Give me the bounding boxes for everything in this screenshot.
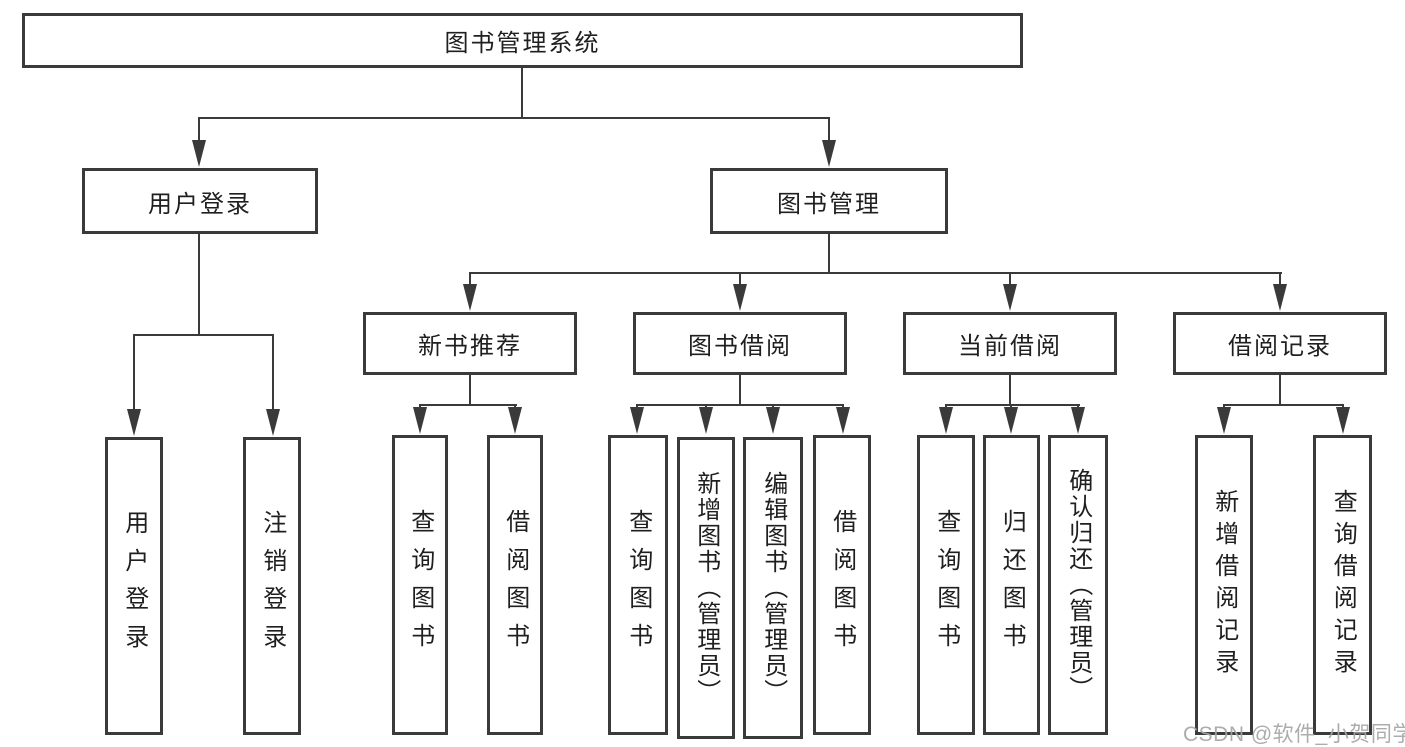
connector-line (198, 231, 200, 336)
arrow-down-icon (939, 407, 953, 434)
connector-line (198, 117, 830, 119)
arrow-down-icon (630, 407, 644, 434)
connector-line (1279, 272, 1281, 287)
arrow-down-icon (127, 409, 141, 436)
leaf-logout: 注销登录 (243, 437, 301, 735)
node-label: 图书管理 (777, 190, 881, 218)
arrow-down-icon (413, 407, 427, 434)
arrow-down-icon (1273, 284, 1287, 311)
connector-line (133, 334, 274, 336)
node-user-login: 用户登录 (82, 168, 318, 234)
node-book-management: 图书管理 (710, 168, 948, 234)
arrow-down-icon (266, 409, 280, 436)
connector-line (1223, 404, 1344, 406)
connector-line (419, 404, 517, 406)
node-label: 图书借阅 (688, 333, 792, 360)
node-label: 用户登录 (148, 190, 252, 218)
arrow-down-icon (733, 284, 747, 311)
leaf-label: 查询图书 (406, 509, 434, 661)
node-label: 新书推荐 (418, 333, 522, 360)
node-borrow-records: 借阅记录 (1173, 312, 1387, 375)
arrow-down-icon (836, 407, 850, 434)
node-label: 图书管理系统 (444, 30, 601, 57)
connector-line (272, 334, 274, 412)
leaf-label: 借阅图书 (828, 509, 856, 661)
leaf-borrow-books-recommend: 借阅图书 (487, 435, 543, 735)
arrow-down-icon (1004, 407, 1018, 434)
leaf-label: 借阅图书 (501, 509, 529, 661)
connector-line (198, 117, 200, 143)
leaf-query-books-current: 查询图书 (917, 435, 975, 735)
leaf-edit-books-admin: 编辑图书（管理员） (743, 437, 803, 739)
leaf-query-books-borrow: 查询图书 (608, 435, 668, 735)
connector-line (521, 66, 523, 119)
arrow-down-icon (1336, 407, 1350, 434)
connector-line (739, 272, 741, 287)
leaf-add-borrow-record: 新增借阅记录 (1195, 435, 1253, 735)
leaf-label: 新增图书（管理员） (692, 471, 720, 705)
arrow-down-icon (463, 284, 477, 311)
arrow-down-icon (1003, 284, 1017, 311)
arrow-down-icon (766, 407, 780, 434)
watermark: CSDN @软件_小贺同学 (1183, 723, 1405, 746)
connector-line (1009, 373, 1011, 406)
connector-line (133, 334, 135, 412)
arrow-down-icon (508, 407, 522, 434)
leaf-label: 用户登录 (120, 510, 148, 662)
arrow-down-icon (192, 140, 206, 167)
leaf-label: 归还图书 (998, 509, 1026, 661)
leaf-add-books-admin: 新增图书（管理员） (677, 437, 735, 739)
connector-line (828, 231, 830, 274)
connector-line (739, 373, 741, 406)
connector-line (637, 404, 844, 406)
node-new-book-recommend: 新书推荐 (363, 312, 577, 375)
arrow-down-icon (822, 140, 836, 167)
arrow-down-icon (699, 407, 713, 434)
arrow-down-icon (1217, 407, 1231, 434)
connector-line (945, 404, 1080, 406)
leaf-user-login: 用户登录 (105, 437, 163, 735)
connector-line (469, 272, 1282, 274)
leaf-label: 查询图书 (932, 509, 960, 661)
leaf-label: 查询图书 (624, 509, 652, 661)
leaf-confirm-return-admin: 确认归还（管理员） (1048, 435, 1108, 735)
leaf-query-books-recommend: 查询图书 (392, 435, 448, 735)
node-book-borrow: 图书借阅 (633, 312, 847, 375)
node-label: 当前借阅 (958, 333, 1062, 360)
leaf-label: 新增借阅记录 (1210, 489, 1238, 681)
connector-line (469, 373, 471, 406)
leaf-label: 注销登录 (258, 510, 286, 662)
node-current-borrow: 当前借阅 (903, 312, 1117, 375)
leaf-borrow-books-borrow: 借阅图书 (813, 435, 871, 735)
leaf-label: 查询借阅记录 (1329, 489, 1357, 681)
connector-line (1009, 272, 1011, 287)
connector-line (469, 272, 471, 287)
arrow-down-icon (1071, 407, 1085, 434)
connector-line (828, 117, 830, 143)
leaf-query-borrow-record: 查询借阅记录 (1313, 435, 1372, 735)
leaf-label: 编辑图书（管理员） (759, 471, 787, 705)
connector-line (1279, 373, 1281, 406)
node-library-system: 图书管理系统 (22, 13, 1023, 68)
leaf-return-books: 归还图书 (983, 435, 1040, 735)
node-label: 借阅记录 (1228, 333, 1332, 360)
leaf-label: 确认归还（管理员） (1064, 468, 1092, 702)
